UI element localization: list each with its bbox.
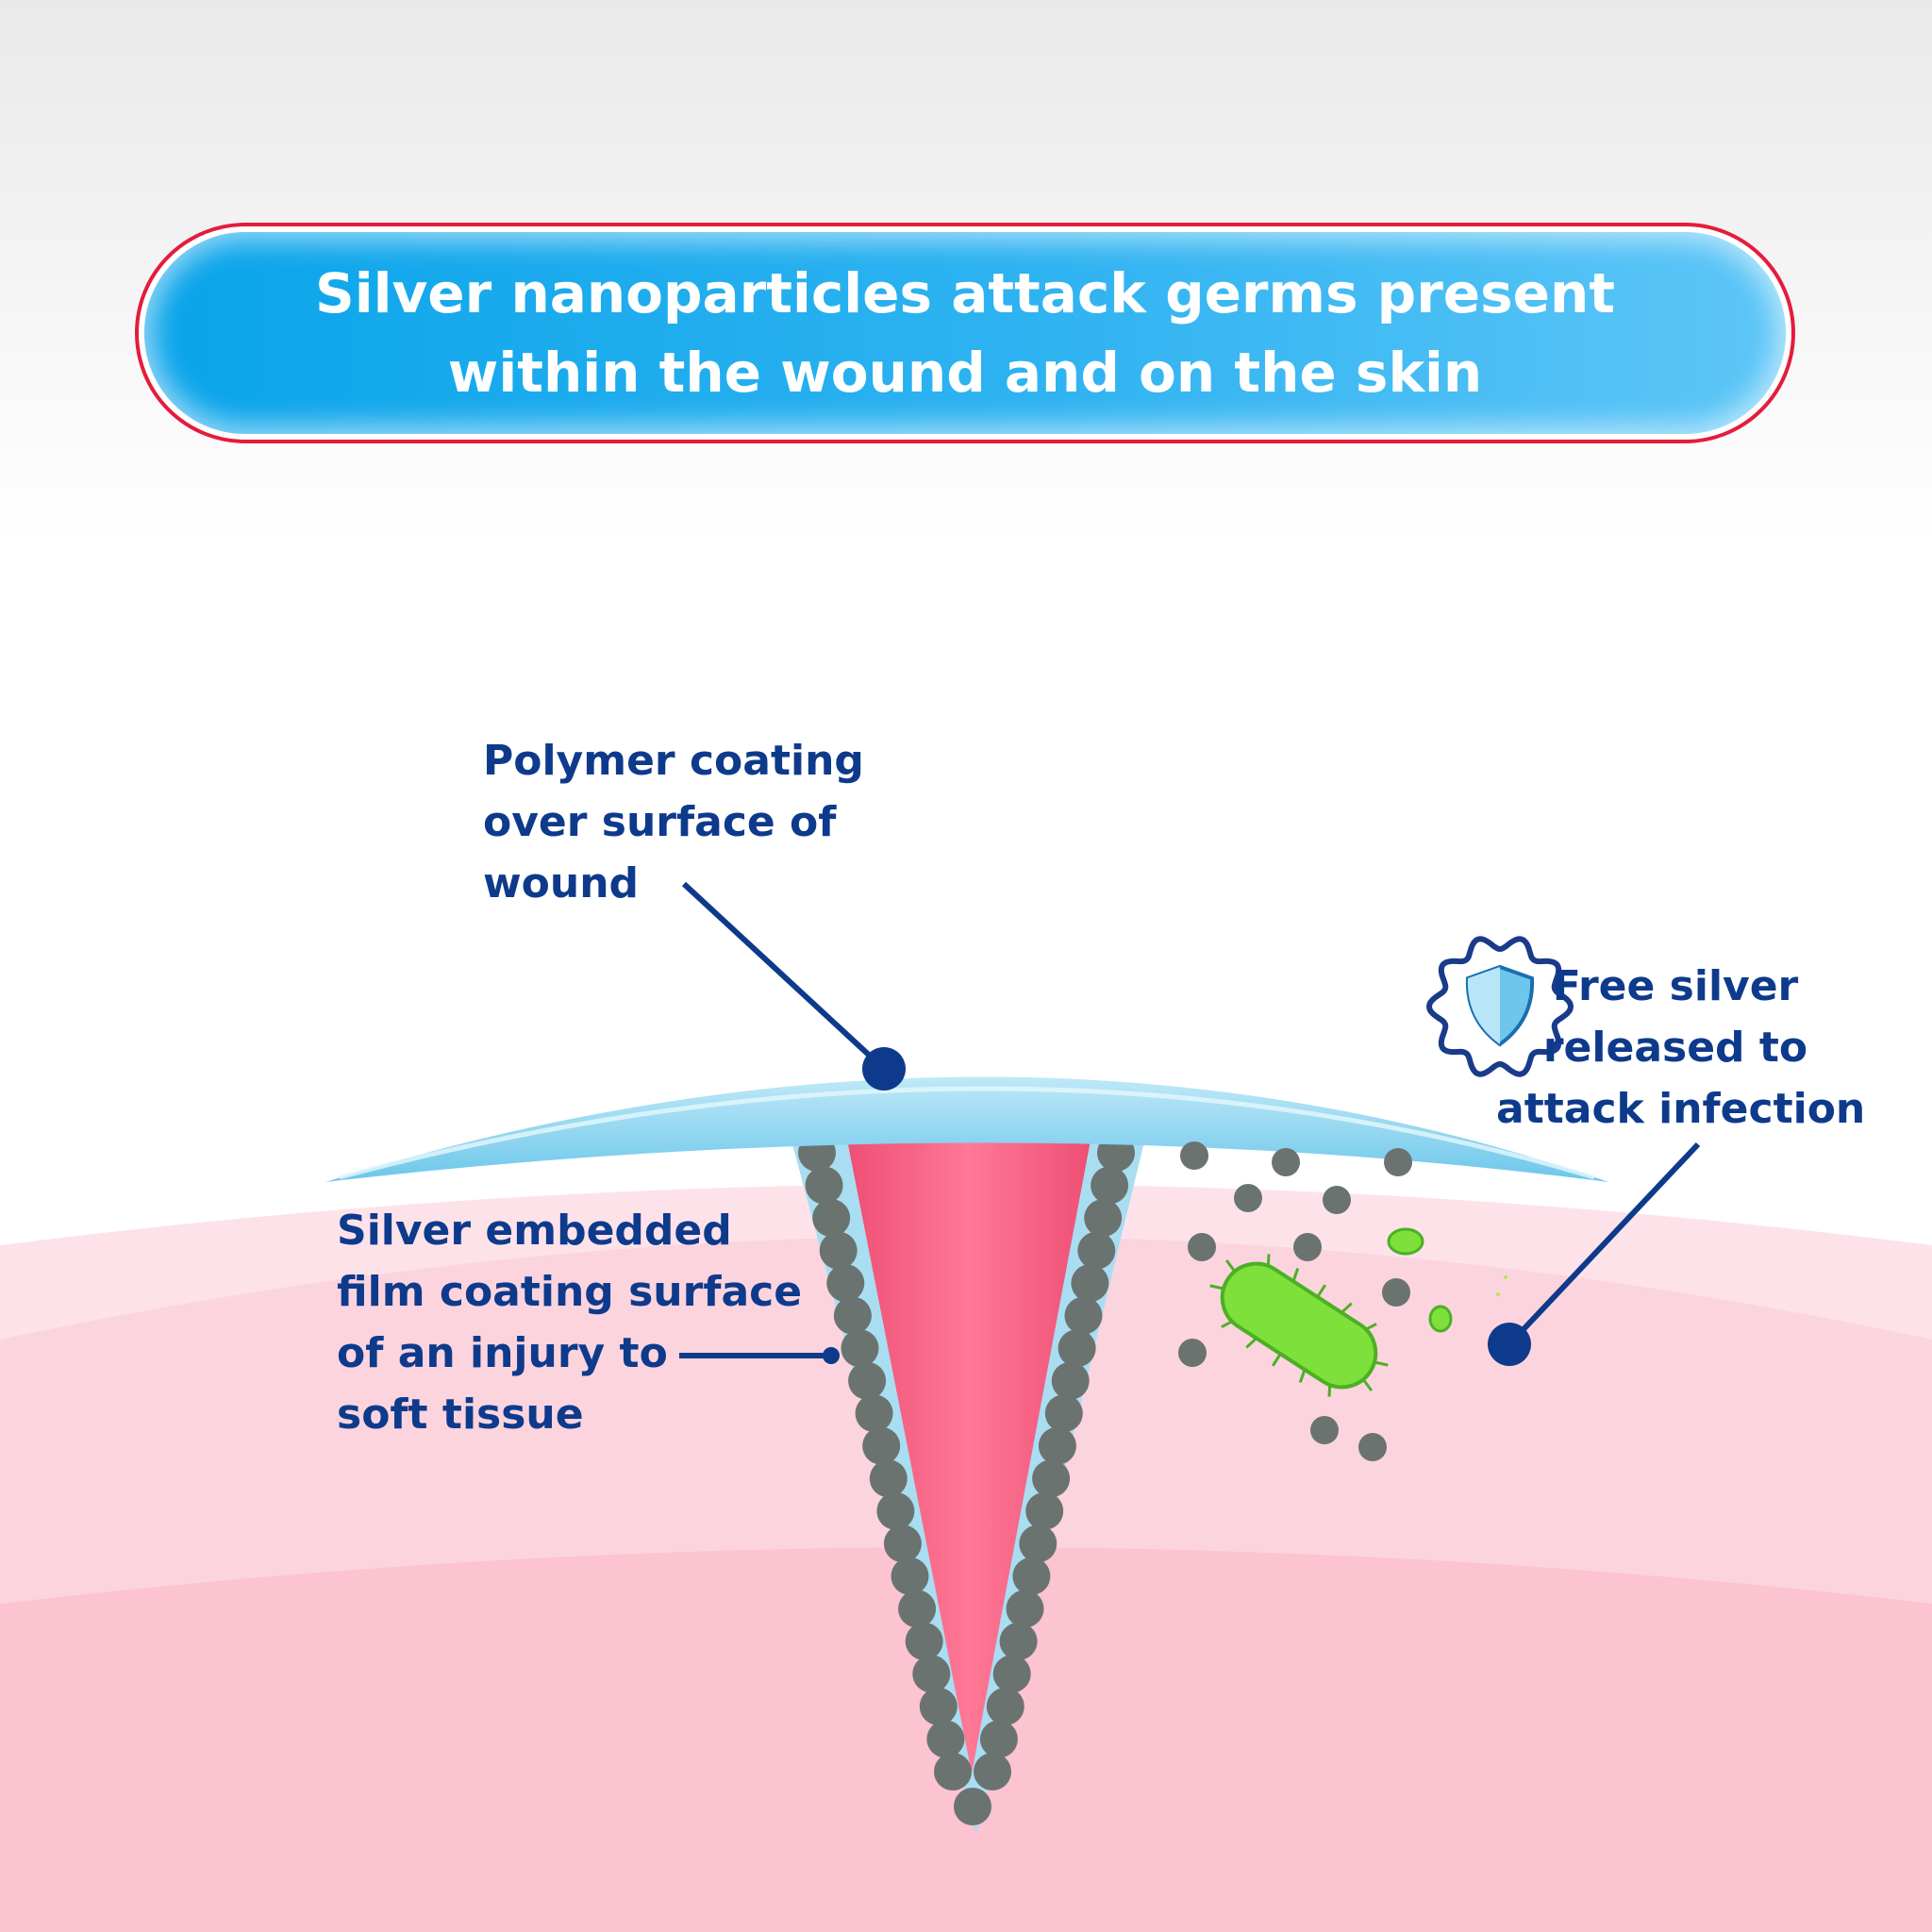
silver-particle xyxy=(992,1655,1031,1693)
silver-particle xyxy=(1188,1233,1216,1261)
silver-particle xyxy=(1358,1433,1387,1461)
silver-particle xyxy=(1293,1233,1322,1261)
silver-particle xyxy=(1038,1426,1076,1465)
silver-particle xyxy=(1012,1557,1051,1595)
silver-particle xyxy=(841,1329,879,1368)
silver-lining xyxy=(798,1134,1135,1825)
silver-particle xyxy=(855,1394,893,1433)
silver-particle xyxy=(848,1361,887,1400)
silver-particle xyxy=(986,1687,1024,1725)
leader-lines xyxy=(679,881,1701,1366)
free-silver-label-line-2: released to xyxy=(1542,1024,1808,1072)
free-silver-label-line-3: attack infection xyxy=(1496,1085,1866,1133)
silver-particle xyxy=(862,1426,901,1465)
silver-particle xyxy=(979,1720,1018,1758)
silver-film-label-line-1: Silver embedded xyxy=(337,1207,732,1255)
silver-particle xyxy=(934,1753,972,1790)
shield-icon xyxy=(1425,936,1574,1077)
headline-banner: Silver nanoparticles attack germs presen… xyxy=(135,223,1795,443)
silver-particle xyxy=(826,1264,865,1303)
silver-particle xyxy=(1178,1339,1207,1367)
silver-particle xyxy=(812,1199,851,1238)
silver-particle xyxy=(1091,1166,1129,1205)
silver-particle xyxy=(1382,1278,1410,1307)
silver-film-leader-dot xyxy=(823,1347,840,1364)
polymer-leader-dot xyxy=(862,1047,906,1091)
free-silver-label: Free silver released to attack infection xyxy=(1496,956,1866,1140)
free-silver-particles xyxy=(1178,1141,1412,1461)
polymer-label-line-3: wound xyxy=(483,859,640,908)
silver-particle xyxy=(1180,1141,1208,1170)
silver-particle xyxy=(876,1491,915,1530)
silver-particle xyxy=(1234,1184,1262,1212)
polymer-label-line-2: over surface of xyxy=(483,798,837,846)
silver-particle xyxy=(919,1687,958,1725)
bacteria-icon xyxy=(1209,1254,1389,1397)
silver-particle xyxy=(1064,1296,1103,1335)
silver-particle xyxy=(912,1655,951,1693)
silver-particle xyxy=(1058,1329,1096,1368)
polymer-coating-highlight xyxy=(339,1086,1595,1180)
headline-line-2: within the wound and on the skin xyxy=(447,341,1483,405)
silver-particle xyxy=(1071,1264,1109,1303)
silver-particle xyxy=(1032,1459,1071,1498)
free-silver-leader-line xyxy=(1507,1141,1701,1347)
silver-particle xyxy=(898,1590,937,1628)
free-silver-leader-dot xyxy=(1488,1323,1531,1366)
silver-particle xyxy=(819,1231,858,1270)
silver-film-label: Silver embedded film coating surface of … xyxy=(337,1200,802,1445)
silver-film-label-line-2: film coating surface xyxy=(337,1268,803,1316)
silver-particle xyxy=(954,1788,991,1825)
silver-film-label-line-4: soft tissue xyxy=(337,1391,584,1439)
silver-film-label-line-3: of an injury to xyxy=(337,1329,668,1377)
headline-fill: Silver nanoparticles attack germs presen… xyxy=(144,232,1786,434)
silver-particle xyxy=(1051,1361,1090,1400)
silver-particle xyxy=(833,1296,872,1335)
silver-particle xyxy=(1323,1186,1351,1214)
polymer-coating-label: Polymer coating over surface of wound xyxy=(483,730,864,914)
silver-particle xyxy=(1044,1394,1083,1433)
silver-particle xyxy=(1019,1524,1058,1563)
silver-particle xyxy=(1025,1491,1064,1530)
polymer-leader-line xyxy=(681,881,887,1072)
silver-particle xyxy=(883,1524,922,1563)
polymer-label-line-1: Polymer coating xyxy=(483,737,864,785)
headline-line-1: Silver nanoparticles attack germs presen… xyxy=(314,261,1616,325)
silver-particle xyxy=(1272,1148,1300,1176)
silver-particle xyxy=(1384,1148,1412,1176)
silver-particle xyxy=(999,1622,1038,1660)
wound xyxy=(845,1130,1092,1774)
polymer-coating xyxy=(325,1076,1608,1182)
silver-particle xyxy=(1077,1231,1116,1270)
bacteria-small-icon xyxy=(1387,1227,1507,1333)
free-silver-label-line-1: Free silver xyxy=(1552,962,1799,1010)
silver-particle xyxy=(974,1753,1011,1790)
silver-particle xyxy=(905,1622,943,1660)
silver-particle xyxy=(869,1459,908,1498)
silver-particle xyxy=(1006,1590,1044,1628)
silver-particle xyxy=(926,1720,965,1758)
silver-particle xyxy=(1310,1416,1339,1444)
silver-particle xyxy=(805,1166,843,1205)
silver-particle xyxy=(891,1557,929,1595)
silver-particle xyxy=(1084,1199,1123,1238)
